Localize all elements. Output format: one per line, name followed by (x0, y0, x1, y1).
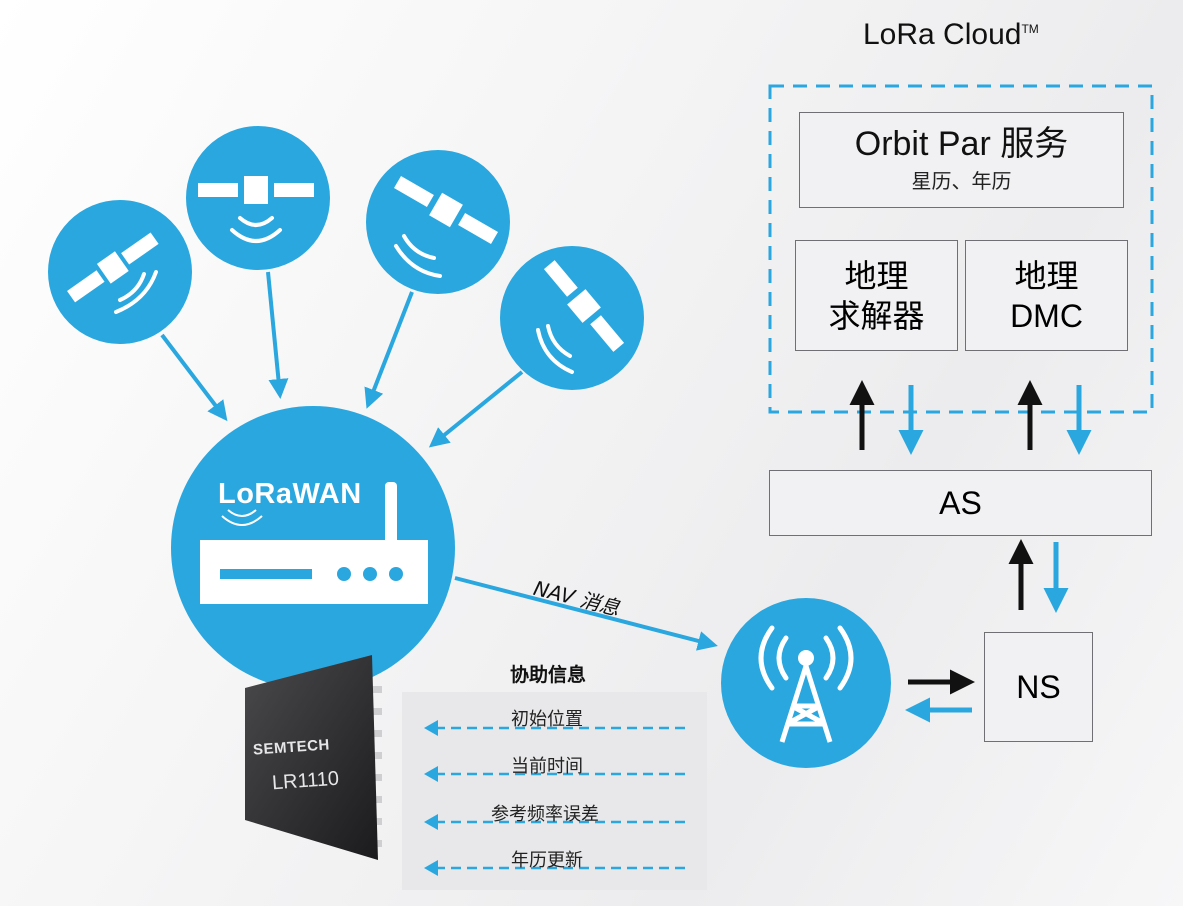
assist-item-almanac-update: 年历更新 (511, 850, 583, 871)
satellite-1-icon (48, 200, 192, 344)
lr1110-chip (245, 655, 382, 860)
satellite-4-icon (500, 246, 644, 390)
chip-model: LR1110 (271, 767, 340, 795)
geo-dmc-line1: 地理 (1014, 257, 1079, 294)
as-label: AS (939, 484, 982, 521)
trademark-mark: TM (1021, 22, 1039, 36)
geo-solver-box: 地理 求解器 (795, 240, 958, 351)
signal-arrow-1 (160, 333, 228, 422)
assist-item-current-time: 当前时间 (511, 756, 583, 777)
signal-arrow-3 (364, 291, 414, 409)
geo-solver-line1: 地理 (844, 256, 909, 295)
signal-arrow-4 (428, 370, 524, 448)
lora-cloud-title: LoRa CloudTM (863, 18, 1039, 51)
geo-solver-line2: 求解器 (828, 296, 925, 335)
lorawan-device-icon (171, 406, 455, 690)
assist-item-freq-error: 参考频率误差 (491, 804, 599, 825)
satellite-3-icon (366, 150, 510, 294)
lorawan-logo-text: LoRaWAN (218, 478, 362, 510)
as-box: AS (769, 470, 1152, 536)
gateway-tower-icon (721, 598, 891, 768)
lora-cloud-boundary (768, 84, 1154, 414)
geo-dmc-line2: DMC (1010, 297, 1083, 334)
geo-dmc-box: 地理 DMC (965, 240, 1128, 351)
nav-message-arrow (454, 576, 718, 651)
orbit-par-service-box: Orbit Par 服务 星历、年历 (799, 112, 1124, 208)
ns-label: NS (1016, 668, 1061, 705)
ns-box: NS (984, 632, 1093, 742)
assist-panel-bg (402, 692, 707, 890)
assist-item-initial-position: 初始位置 (511, 709, 583, 730)
signal-arrow-2 (266, 271, 289, 399)
orbit-par-title: Orbit Par 服务 (854, 124, 1069, 163)
orbit-par-subtitle: 星历、年历 (911, 169, 1012, 194)
assist-title: 协助信息 (510, 664, 587, 686)
satellite-2-icon (186, 126, 330, 270)
